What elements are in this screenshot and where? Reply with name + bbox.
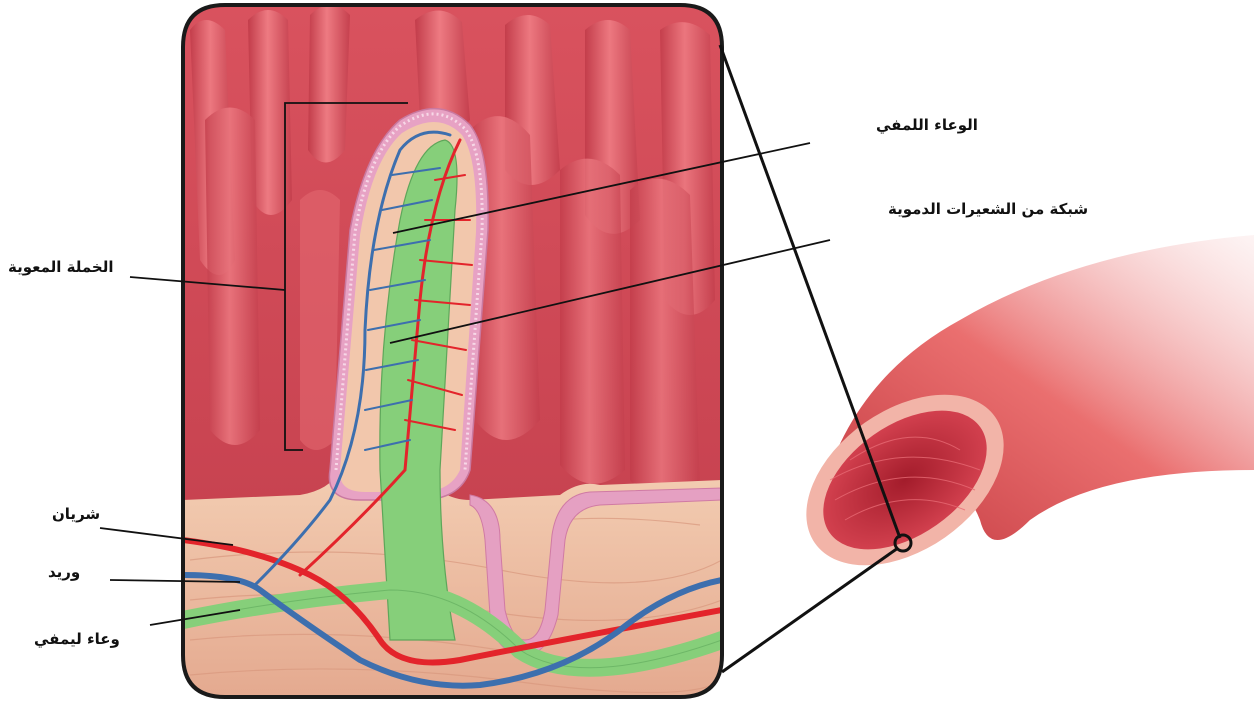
label-villus: الخملة المعوية (8, 258, 114, 276)
magnify-lines (720, 45, 900, 672)
villus-panel (183, 5, 723, 700)
label-lymph-vessel: الوعاء اللمفي (876, 116, 978, 134)
label-lymph-vessel-bottom: وعاء ليمفي (34, 630, 120, 648)
capillary-tube (775, 235, 1254, 600)
label-artery: شريان (52, 505, 100, 523)
label-vein: وريد (48, 563, 80, 581)
label-capillary-network: شبكة من الشعيرات الدموية (888, 200, 1088, 218)
